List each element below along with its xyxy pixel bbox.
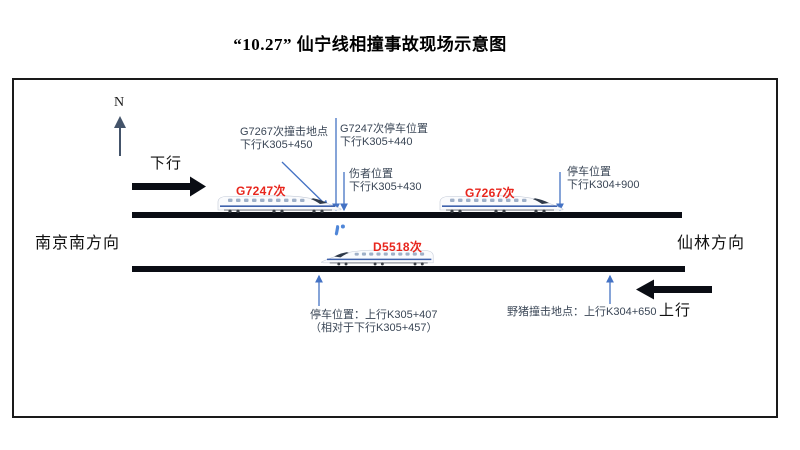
annotation-injured-position-line2: 下行K305+430	[349, 181, 422, 193]
diagram-frame: N 下行 上行 南京南方向 仙林方向 G7247次 G7267次 D5518次 …	[12, 78, 778, 418]
annotation-injured-position: 伤者位置 下行K305+430	[349, 168, 421, 194]
down-direction-label: 下行	[150, 155, 183, 172]
annotation-d5518-stop-line1: 停车位置：上行K305+407	[310, 309, 438, 321]
annotation-boar-impact-line1: 野猪撞击地点：上行K304+650	[507, 306, 657, 318]
train-g7247-label: G7247次	[236, 184, 286, 198]
north-label: N	[114, 95, 125, 110]
annotation-g7267-stop-line1: 停车位置	[567, 166, 611, 178]
up-track-line	[132, 266, 685, 272]
annotation-g7247-stop-line1: G7247次停车位置	[340, 123, 429, 135]
train-g7267-label: G7267次	[465, 186, 515, 200]
annotation-g7267-stop-line2: 下行K304+900	[567, 179, 640, 191]
annotation-d5518-stop-line2: （相对于下行K305+457）	[310, 322, 438, 334]
annotation-g7247-stop-line2: 下行K305+440	[340, 136, 413, 148]
annotation-g7267-impact-line1: G7267次撞击地点	[240, 126, 329, 138]
xianlin-direction-label: 仙林方向	[677, 235, 746, 252]
diagram-title: “10.27” 仙宁线相撞事故现场示意图	[233, 35, 507, 54]
annotation-injured-position-line1: 伤者位置	[349, 168, 393, 180]
annotation-boar-impact: 野猪撞击地点：上行K304+650	[507, 306, 656, 319]
up-direction-label: 上行	[659, 302, 692, 319]
annotation-g7267-stop: 停车位置 下行K304+900	[567, 166, 639, 192]
train-d5518-label: D5518次	[373, 240, 423, 254]
down-track-line	[132, 212, 682, 218]
injured-person-icon	[334, 224, 345, 236]
annotation-g7247-stop: G7247次停车位置 下行K305+440	[340, 123, 428, 149]
down-direction-arrow-icon	[132, 176, 206, 197]
annotation-d5518-stop: 停车位置：上行K305+407 （相对于下行K305+457）	[310, 309, 437, 335]
up-direction-arrow-icon	[636, 279, 712, 300]
annotation-g7267-impact-line2: 下行K305+450	[240, 139, 313, 151]
annotation-g7267-impact: G7267次撞击地点 下行K305+450	[240, 126, 328, 152]
nanjing-south-direction-label: 南京南方向	[35, 235, 121, 252]
